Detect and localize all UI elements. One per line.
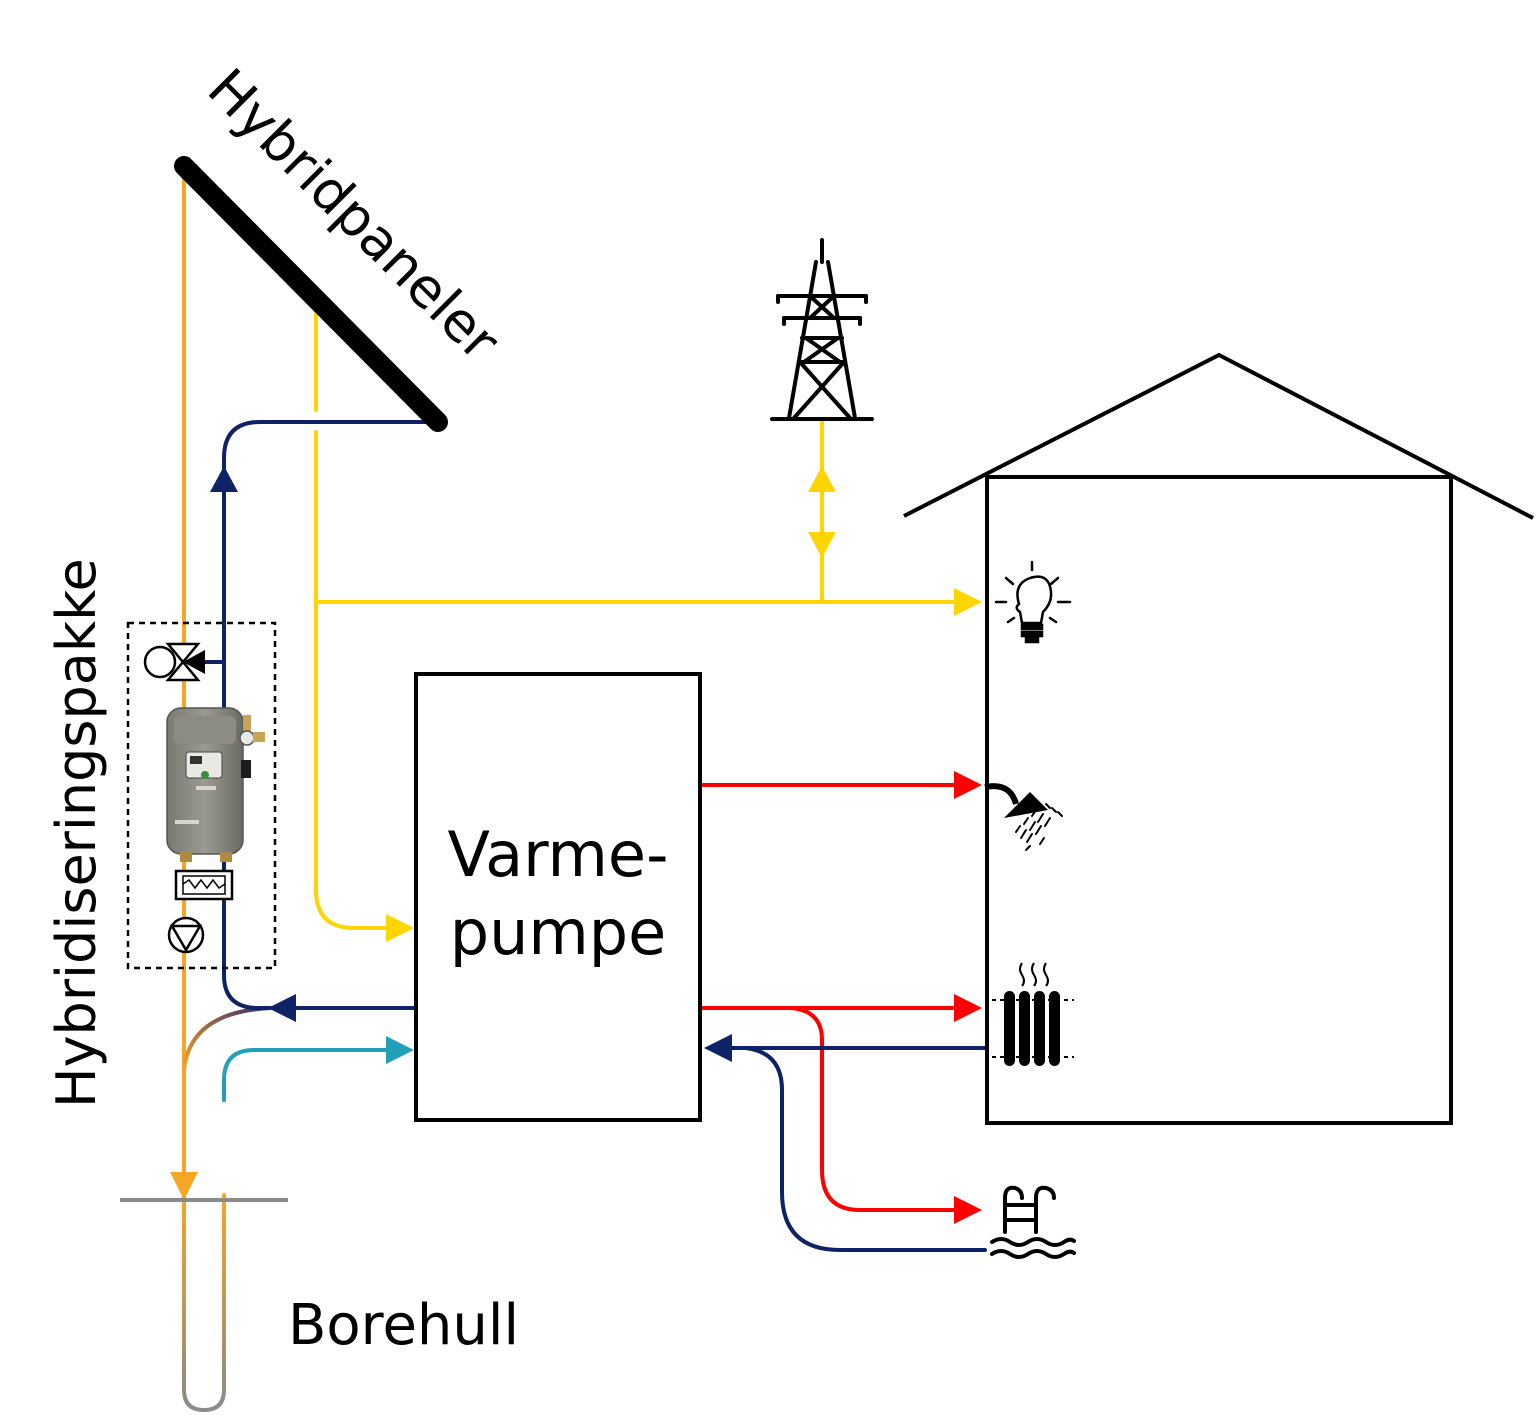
package-label: Hybridiseringspakke: [45, 558, 108, 1108]
ground-loop-pipe: [222, 1048, 390, 1102]
arrow-up-navy: [210, 466, 238, 492]
solar-electric-pipe-2: [314, 430, 387, 930]
arrow-up-yellow-grid: [808, 466, 836, 492]
house: [903, 352, 1534, 1125]
arrow-right-red-shower: [954, 771, 982, 799]
solar-panel-icon: [174, 156, 448, 432]
shower-icon: [984, 783, 1063, 851]
pool-return-pipe: [743, 1046, 987, 1252]
heat-pump-label-line2: pumpe: [450, 896, 667, 969]
flow-arrows: [170, 466, 982, 1224]
borehole-label: Borehull: [288, 1293, 519, 1358]
arrow-left-navy-hp: [704, 1034, 732, 1062]
circulation-pump-icon: [167, 916, 205, 954]
light-bulb-icon: [994, 560, 1072, 644]
heat-pump-box: [414, 672, 702, 1122]
house-roof: [903, 352, 1534, 520]
arrow-right-teal: [386, 1036, 414, 1064]
package-border: [126, 621, 277, 970]
arrow-right-red-pool: [954, 1196, 982, 1224]
house-body: [985, 475, 1453, 1125]
hybrid-package: [126, 621, 277, 970]
pipe-network: [182, 166, 987, 1413]
arrow-right-red-radiator: [954, 994, 982, 1022]
arrow-down-orange: [170, 1172, 198, 1200]
arrow-right-yellow-bulb: [954, 588, 982, 616]
three-way-valve-icon: [143, 642, 222, 682]
cold-return-pipe-2: [222, 488, 272, 1010]
power-pylon-icon: [770, 238, 874, 421]
heat-pump-label-line1: Varme-: [448, 818, 669, 891]
cold-return-pipe: [222, 420, 436, 492]
arrow-right-yellow-hp: [386, 914, 414, 942]
arrow-down-yellow-grid: [808, 532, 836, 558]
borehole-loop: [182, 1193, 226, 1413]
radiator-icon: [992, 962, 1074, 1066]
heat-exchanger-icon: [174, 869, 234, 901]
hybrid-unit-icon: [166, 707, 265, 862]
arrow-left-navy: [268, 994, 296, 1022]
pool-supply-pipe: [788, 1006, 957, 1212]
swimming-pool-icon: [990, 1185, 1076, 1259]
